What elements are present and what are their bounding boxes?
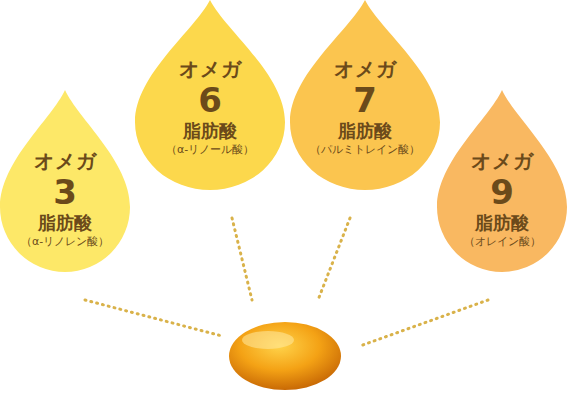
- oil-drop: オメガ7脂肪酸 （パルミトレイン酸）: [290, 0, 440, 190]
- drop-text-group: オメガ7脂肪酸 （パルミトレイン酸）: [290, 58, 440, 156]
- omega-label: オメガ: [471, 150, 534, 172]
- omega-label: オメガ: [179, 58, 242, 80]
- omega-number: 9: [490, 174, 514, 211]
- acid-name: （α-リノレン酸）: [21, 236, 109, 248]
- omega-label: オメガ: [34, 150, 97, 172]
- omega-number: 3: [53, 174, 77, 211]
- dotted-leader: [360, 300, 488, 346]
- omega-label: オメガ: [334, 58, 397, 80]
- omega-number: 7: [353, 82, 377, 119]
- drop-text-group: オメガ9脂肪酸 （オレイン酸）: [437, 150, 567, 248]
- oil-drop: オメガ3脂肪酸 （α-リノレン酸）: [0, 90, 130, 272]
- oil-drop: オメガ9脂肪酸 （オレイン酸）: [437, 90, 567, 272]
- drop-fill: [0, 90, 130, 272]
- drop-fill: [437, 90, 567, 272]
- dotted-leader: [318, 218, 350, 300]
- omega-number: 6: [198, 82, 222, 119]
- fatty-acid-label: 脂肪酸: [475, 213, 529, 233]
- oil-drop: オメガ6脂肪酸 （α-リノール酸）: [135, 0, 285, 190]
- drop-text-group: オメガ6脂肪酸 （α-リノール酸）: [135, 58, 285, 156]
- drop-fill: [135, 0, 285, 190]
- acid-name: （オレイン酸）: [464, 236, 541, 248]
- fatty-acid-label: 脂肪酸: [183, 121, 237, 141]
- acid-name: （α-リノール酸）: [166, 144, 254, 156]
- dotted-leader: [85, 300, 222, 336]
- dotted-leader: [232, 218, 252, 300]
- fatty-acid-label: 脂肪酸: [338, 121, 392, 141]
- drop-fill: [290, 0, 440, 190]
- capsule: [229, 322, 341, 390]
- capsule-highlight: [242, 331, 294, 349]
- drop-text-group: オメガ3脂肪酸 （α-リノレン酸）: [0, 150, 130, 248]
- acid-name: （パルミトレイン酸）: [310, 144, 420, 156]
- fatty-acid-label: 脂肪酸: [38, 213, 92, 233]
